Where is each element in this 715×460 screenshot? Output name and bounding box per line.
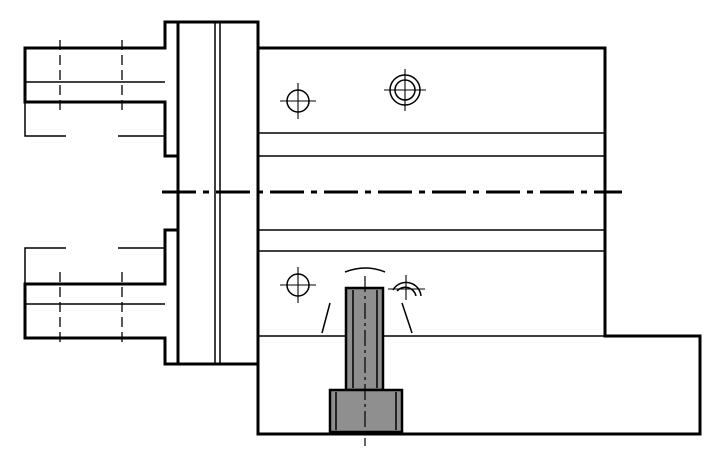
mounting-hole-lower-right xyxy=(388,275,425,300)
counterbore-marks xyxy=(321,267,413,334)
lower-jaw xyxy=(23,228,178,366)
guide-rail-lines xyxy=(258,132,605,337)
mounting-hole-upper-left xyxy=(280,83,316,119)
upper-jaw xyxy=(23,20,178,158)
mounting-hole-upper-right xyxy=(384,69,426,111)
cap-screw xyxy=(328,276,404,446)
mounting-hole-lower-left xyxy=(280,267,316,303)
front-flange xyxy=(176,20,260,434)
housing-outline xyxy=(256,46,702,436)
